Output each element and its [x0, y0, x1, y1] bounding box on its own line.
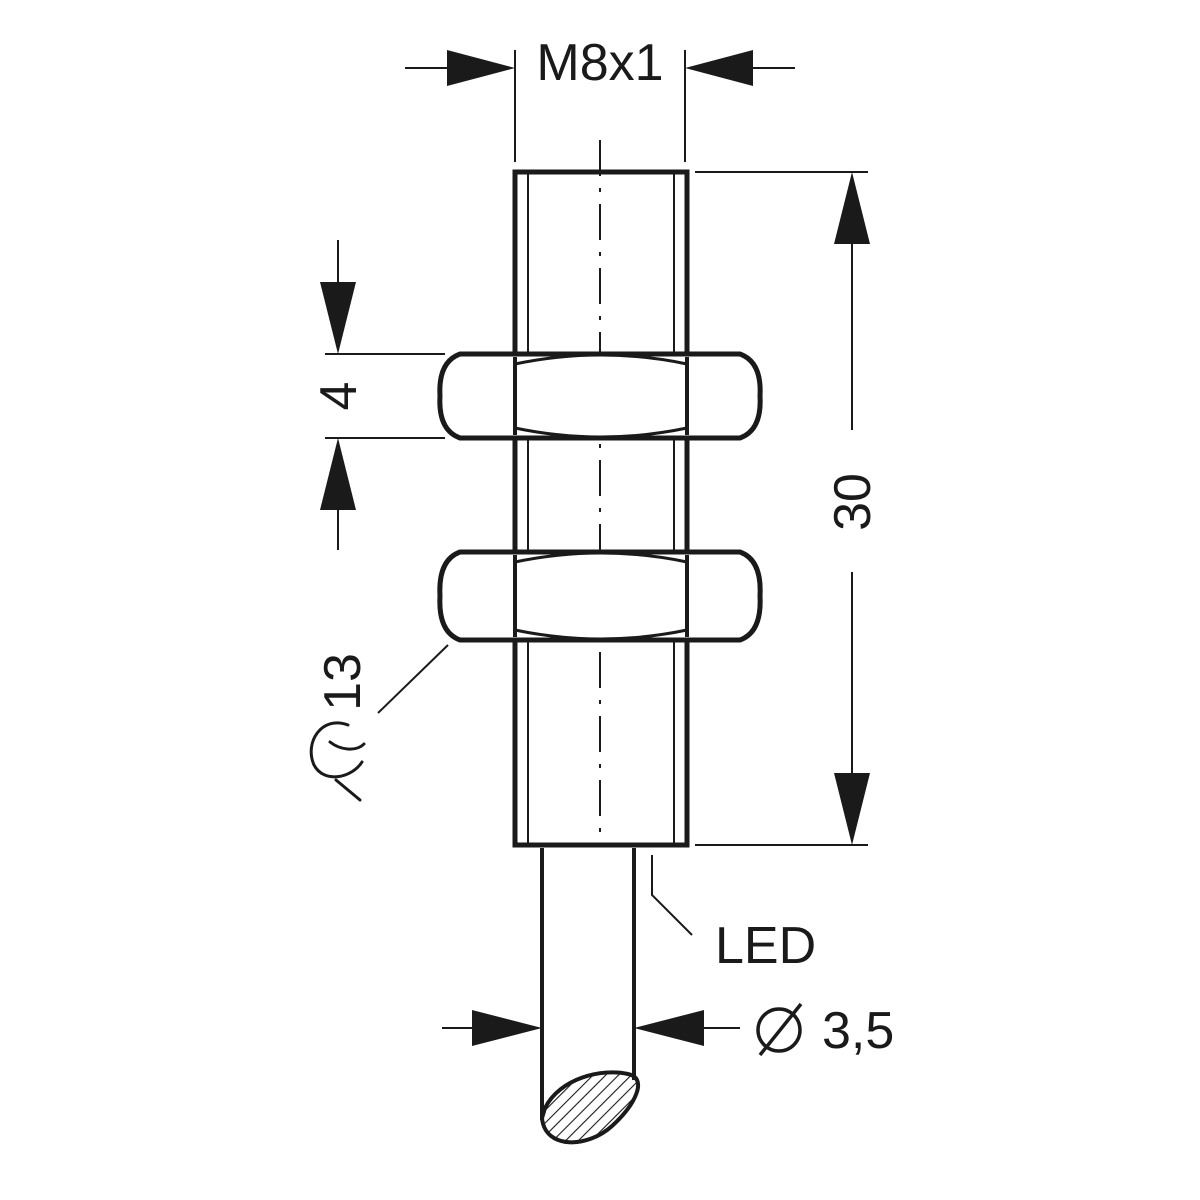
nut-chamfer-top: [514, 353, 688, 366]
length-arrow-top: [834, 172, 870, 244]
housing-length-dimension: [695, 171, 870, 846]
nut-arrow-bottom: [320, 438, 356, 510]
nut-outline: [437, 549, 763, 643]
sensor-housing: [512, 169, 690, 848]
hex-nut-upper: [437, 351, 763, 441]
diameter-icon: [756, 1002, 803, 1057]
wrench-leader-line: [377, 644, 449, 714]
diameter-arrow-left: [472, 1010, 542, 1046]
hex-nut-lower: [437, 549, 763, 643]
wrench-size-icon: [309, 721, 366, 802]
cable: [540, 848, 640, 1145]
nut-height-dimension: [320, 240, 445, 550]
diameter-arrow-right: [634, 1010, 704, 1046]
thread-label: M8x1: [536, 34, 663, 92]
nut-chamfer-bottom: [514, 628, 688, 641]
nut-outline: [437, 351, 763, 441]
thread-dimension: [405, 50, 795, 162]
nut-chamfer-top: [514, 551, 688, 564]
nut-height-label: 4: [310, 382, 368, 411]
thread-arrow-left: [447, 50, 515, 86]
nut-arrow-top: [320, 282, 356, 354]
cable-diameter-label: 3,5: [822, 1002, 894, 1060]
led-leader-line: [651, 855, 693, 936]
housing-length-label: 30: [824, 473, 882, 531]
length-arrow-bottom: [834, 773, 870, 845]
thread-arrow-right: [685, 50, 753, 86]
nut-chamfer-bottom: [514, 426, 688, 439]
led-label: LED: [715, 917, 816, 975]
cable-diameter-dimension: [442, 1010, 740, 1046]
housing-outline: [512, 169, 690, 848]
cable-cut-section: [540, 1070, 640, 1145]
wrench-size-label: 13: [314, 653, 372, 711]
